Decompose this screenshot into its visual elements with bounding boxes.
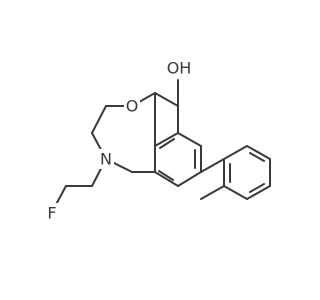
hydroxyl-label: OH xyxy=(167,59,192,78)
bond xyxy=(154,171,179,187)
bond xyxy=(154,132,179,147)
bond xyxy=(91,105,107,134)
atom-label-o: O xyxy=(124,96,140,116)
atom-label-n: N xyxy=(98,149,114,169)
bond xyxy=(177,171,202,187)
nitrogen-label: N xyxy=(100,150,112,169)
ring-oxygen-label: O xyxy=(126,97,139,116)
double-bond-inner xyxy=(249,152,265,162)
structure-canvas: OH O N F xyxy=(44,58,271,223)
double-bond-inner xyxy=(158,170,174,181)
fluorine-label: F xyxy=(47,204,56,223)
atom-label-oh: OH xyxy=(166,58,192,78)
bond xyxy=(223,185,248,200)
bond xyxy=(223,145,248,160)
double-bond-inner xyxy=(159,138,175,149)
fluoroethyl-chain xyxy=(51,158,107,213)
bond xyxy=(246,185,271,200)
bond xyxy=(177,132,202,147)
bond xyxy=(246,145,271,160)
bond-methyl xyxy=(200,185,225,200)
bond xyxy=(200,158,225,173)
double-bond-inner xyxy=(249,183,265,193)
atom-label-f: F xyxy=(44,203,60,223)
molecule-structure: OH O N F xyxy=(44,58,271,223)
tolyl-ring xyxy=(200,145,271,200)
bond xyxy=(154,92,179,107)
benzene-ring-fused xyxy=(154,92,202,187)
